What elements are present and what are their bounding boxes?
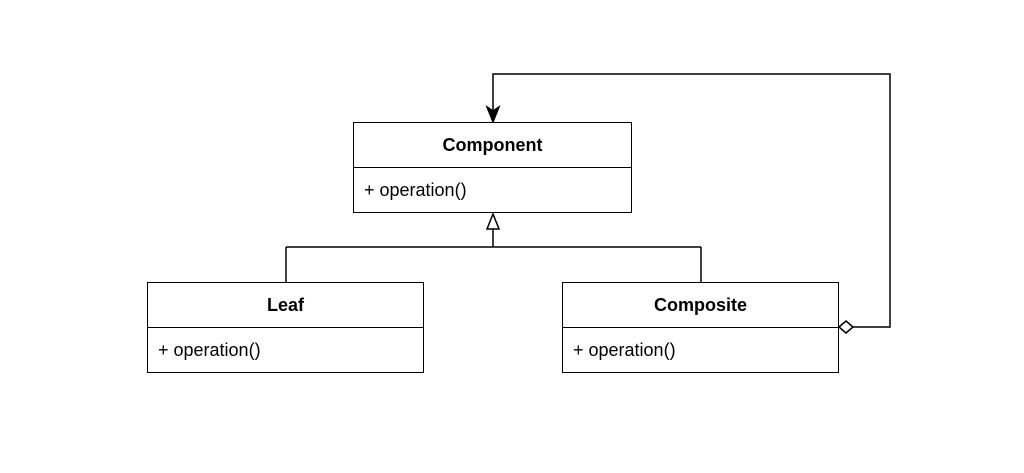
class-operation: + operation() [158,340,261,360]
generalization-arrowhead-icon [485,211,501,230]
class-name: Leaf [148,283,423,328]
class-name: Component [354,123,631,168]
class-composite: Composite + operation() [562,282,839,373]
association-arrowhead-icon [485,105,501,125]
class-operation: + operation() [364,180,467,200]
aggregation-diamond-icon [837,320,855,334]
generalization-connector [285,229,702,282]
class-operation: + operation() [573,340,676,360]
class-component: Component + operation() [353,122,632,213]
class-leaf: Leaf + operation() [147,282,424,373]
aggregation-line [492,73,891,328]
class-name: Composite [563,283,838,328]
